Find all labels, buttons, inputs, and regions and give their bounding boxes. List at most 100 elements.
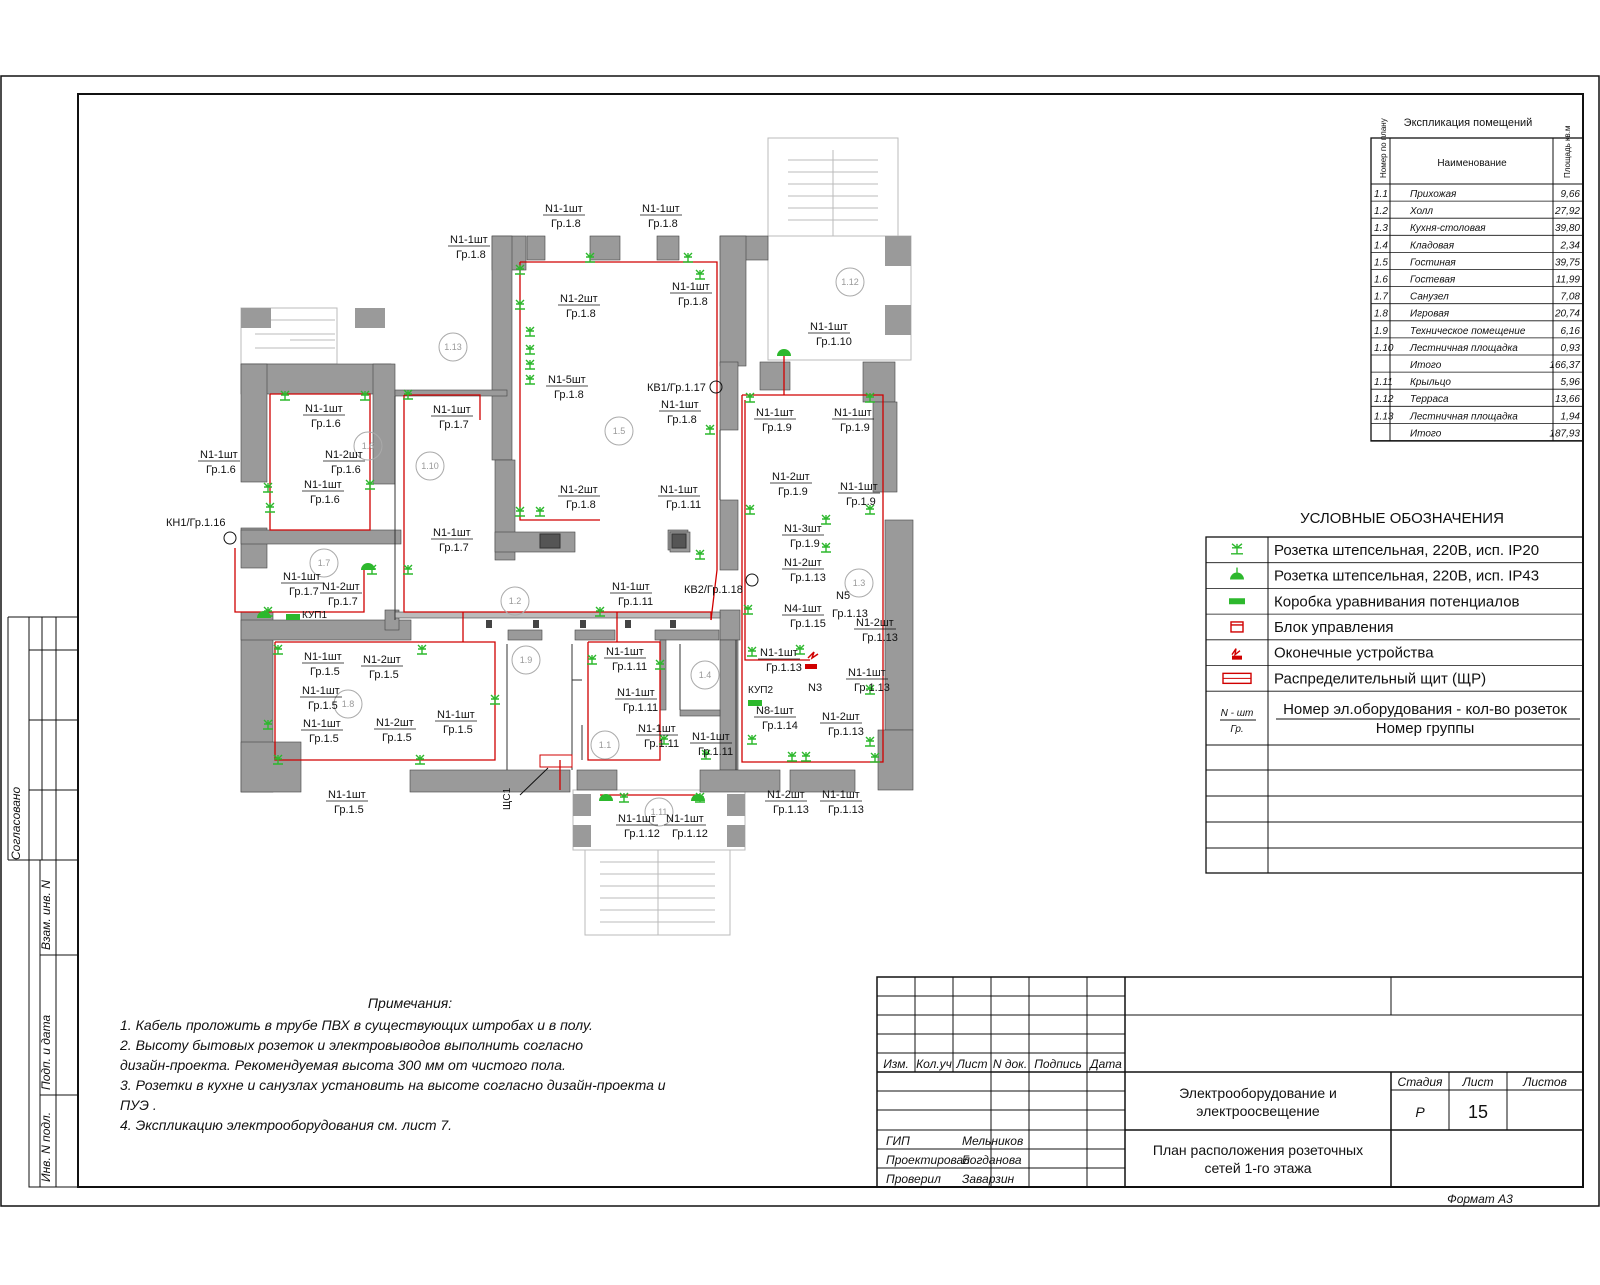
socket-label-group: Гр.1.11 xyxy=(698,746,733,758)
stamp-inv-orig: Инв. N подл. xyxy=(39,1112,53,1182)
expl-name: Кухня-столовая xyxy=(1410,223,1486,234)
socket-ip20-icon xyxy=(515,264,525,275)
socket-ip20-icon xyxy=(705,424,715,435)
tb-h-date: Дата xyxy=(1088,1057,1122,1071)
socket-label-group: Гр.1.7 xyxy=(289,586,319,598)
explication-title: Экспликация помещений xyxy=(1404,117,1533,129)
room-1-10: 1.10 xyxy=(421,461,439,471)
expl-num: 1.1 xyxy=(1374,189,1388,200)
socket-label-count: N1-2шт xyxy=(560,484,598,496)
socket-ip20-icon xyxy=(745,392,755,403)
tb-role-2: Проверил xyxy=(886,1172,941,1186)
socket-label-group: Гр.1.12 xyxy=(624,828,660,840)
title-block xyxy=(876,976,1584,1188)
expl-num: 1.10 xyxy=(1374,343,1394,354)
distribution-board-icon xyxy=(1222,672,1252,685)
socket-ip20-icon xyxy=(655,659,665,670)
socket-label-group: Гр.1.5 xyxy=(334,804,364,816)
tb-name-2: Заварзин xyxy=(962,1172,1015,1186)
socket-label-group: Гр.1.8 xyxy=(566,308,596,320)
socket-label-count: N1-1шт xyxy=(283,571,321,583)
socket-label-group: Гр.1.15 xyxy=(790,618,826,630)
socket-label-group: Гр.1.9 xyxy=(840,422,870,434)
expl-name: Итого xyxy=(1410,428,1442,439)
socket-label-count: N1-1шт xyxy=(822,789,860,801)
socket-label-group: Гр.1.6 xyxy=(331,464,361,476)
socket-label-count: N1-1шт xyxy=(638,723,676,735)
socket-label-group: Гр.1.11 xyxy=(666,499,701,511)
tb-format: Формат А3 xyxy=(1447,1192,1513,1206)
socket-label-count: N1-1шт xyxy=(433,527,471,539)
socket-ip20-icon xyxy=(695,269,705,280)
room-markers: 1.13 1.12 1.5 1.6 1.10 1.7 1.2 1.3 1.9 1… xyxy=(309,267,874,827)
expl-area: 20,74 xyxy=(1554,309,1580,320)
socket-label-group: Гр.1.5 xyxy=(309,733,339,745)
socket-label-group: Гр.1.8 xyxy=(648,218,678,230)
socket-label-group: Гр.1.8 xyxy=(551,218,581,230)
note-line: 2. Высоту бытовых розеток и электровывод… xyxy=(119,1037,583,1053)
socket-ip20-icon xyxy=(747,646,757,657)
socket-label-group: Гр.1.9 xyxy=(846,496,876,508)
terminal-device-icon xyxy=(1231,648,1242,660)
socket-label-count: N1-1шт xyxy=(672,281,710,293)
socket-ip20-icon xyxy=(263,482,273,493)
socket-label-count: N1-1шт xyxy=(848,667,886,679)
socket-ip20-icon xyxy=(865,392,875,403)
room-1-13: 1.13 xyxy=(444,342,462,352)
expl-num: 1.11 xyxy=(1374,377,1393,388)
socket-label-count: N1-2шт xyxy=(822,711,860,723)
mark-kup1: КУП1 xyxy=(302,610,327,621)
tb-h-izm: Изм. xyxy=(883,1057,909,1071)
exterior-outlines xyxy=(240,137,912,936)
socket-label-group: Гр.1.6 xyxy=(310,494,340,506)
note-line: 4. Экспликацию электрооборудования см. л… xyxy=(120,1117,452,1133)
socket-ip43-icon xyxy=(361,563,375,570)
explication-col-area: Площадь кв.м xyxy=(1563,125,1572,178)
socket-label-count: N1-1шт xyxy=(302,685,340,697)
socket-ip20-icon xyxy=(585,252,595,263)
socket-label-group: Гр.1.7 xyxy=(328,596,358,608)
floor-plan: 1.13 1.12 1.5 1.6 1.10 1.7 1.2 1.3 1.9 1… xyxy=(166,137,914,936)
socket-label-group: Гр.1.5 xyxy=(308,700,338,712)
socket-label-group: Гр.1.6 xyxy=(311,418,341,430)
socket-ip20-icon xyxy=(747,734,757,745)
socket-label-count: N1-1шт xyxy=(617,687,655,699)
socket-label-count: N1-2шт xyxy=(560,293,598,305)
mark-n5: N5 xyxy=(836,590,850,602)
socket-ip20-icon xyxy=(263,719,273,730)
socket-label-count: N1-1шт xyxy=(450,234,488,246)
walls xyxy=(240,235,914,793)
legend-item-text: Розетка штепсельная, 220В, исп. IP20 xyxy=(1274,542,1539,559)
socket-label-count: N1-1шт xyxy=(692,731,730,743)
socket-ip20-icon xyxy=(801,751,811,762)
wiring xyxy=(234,261,884,796)
expl-num: 1.2 xyxy=(1374,206,1388,217)
socket-label-count: N1-1шт xyxy=(437,709,475,721)
expl-num: 1.6 xyxy=(1374,275,1388,286)
socket-ip43-icon xyxy=(691,794,705,801)
socket-label-count: N1-2шт xyxy=(363,654,401,666)
socket-label-count: N1-2шт xyxy=(772,471,810,483)
tb-sheets-h: Листов xyxy=(1522,1075,1567,1089)
room-1-1: 1.1 xyxy=(599,740,612,750)
columns xyxy=(241,236,911,847)
socket-ip20-icon xyxy=(525,344,535,355)
socket-label-group: Гр.1.13 xyxy=(828,726,864,738)
expl-num: 1.12 xyxy=(1374,394,1394,405)
socket-label-count: N1-2шт xyxy=(376,717,414,729)
socket-ip20-icon xyxy=(525,326,535,337)
socket-ip20-icon xyxy=(870,752,880,763)
mark-kv2: КВ2/Гр.1.18 xyxy=(684,584,743,596)
socket-ip20-icon xyxy=(865,736,875,747)
socket-ip20-icon xyxy=(280,390,290,401)
socket-label-group: Гр.1.13 xyxy=(828,804,864,816)
legend-code-bottom: Гр. xyxy=(1230,724,1243,735)
socket-label-group: Гр.1.8 xyxy=(566,499,596,511)
socket-label-group: Гр.1.11 xyxy=(612,661,647,673)
socket-label-count: N1-1шт xyxy=(756,407,794,419)
tb-h-list: Лист xyxy=(956,1057,988,1071)
legend-item-text: Розетка штепсельная, 220В, исп. IP43 xyxy=(1274,568,1539,585)
notes: Примечания: 1. Кабель проложить в трубе … xyxy=(119,995,666,1133)
